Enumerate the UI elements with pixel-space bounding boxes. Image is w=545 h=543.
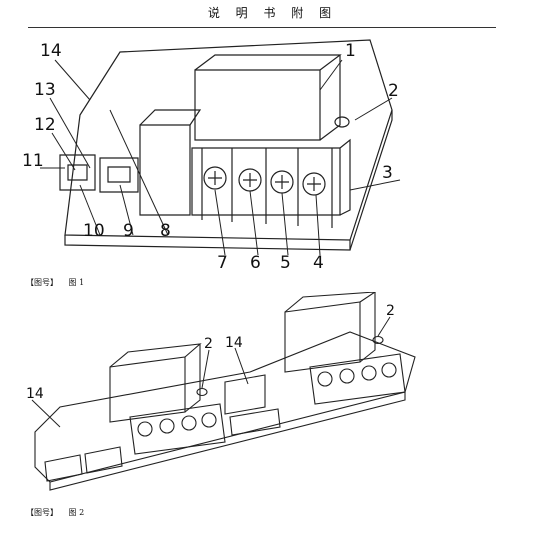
figure-2-caption-tag: 【图号】 (26, 508, 58, 517)
connector-left (59, 154, 96, 191)
figure-1-caption-tag: 【图号】 (26, 278, 58, 287)
callout-1: 1 (345, 41, 356, 61)
callout-8: 8 (160, 221, 171, 241)
board-edge (64, 235, 351, 251)
callout-3: 3 (382, 163, 393, 183)
figure-2-drawing: 2 14 14 2 (26, 292, 416, 491)
callout-11: 11 (22, 151, 44, 171)
figure-1-drawing: 1 2 3 4 5 6 7 8 9 10 11 12 13 14 (22, 39, 401, 270)
callout-9: 9 (123, 221, 134, 241)
callout-12: 12 (34, 115, 56, 135)
callout-14: 14 (40, 41, 62, 61)
callout-6: 6 (250, 253, 261, 270)
figure-2-caption: 【图号】 图 2 (26, 507, 84, 518)
page-header-title: 说 明 书 附 图 (207, 6, 338, 20)
connector-right (99, 157, 139, 193)
figure-1-caption: 【图号】 图 1 (26, 277, 84, 288)
figure-1-caption-label: 图 1 (68, 278, 85, 287)
terminal-screw (203, 166, 227, 190)
callout-14a: 14 (225, 335, 243, 351)
callout-10: 10 (83, 221, 105, 241)
board-outline (34, 331, 416, 483)
callout-4: 4 (313, 253, 324, 270)
callout-14b: 14 (26, 386, 44, 402)
header-rule (28, 27, 496, 28)
relay-box (194, 69, 321, 141)
callout-2: 2 (388, 81, 399, 101)
callout-2b: 2 (386, 303, 395, 319)
callout-2a: 2 (204, 336, 213, 352)
figure-2-caption-label: 图 2 (68, 508, 85, 517)
callout-7: 7 (217, 253, 228, 270)
callout-13: 13 (34, 80, 56, 100)
mounting-hole (334, 116, 350, 128)
callout-5: 5 (280, 253, 291, 270)
